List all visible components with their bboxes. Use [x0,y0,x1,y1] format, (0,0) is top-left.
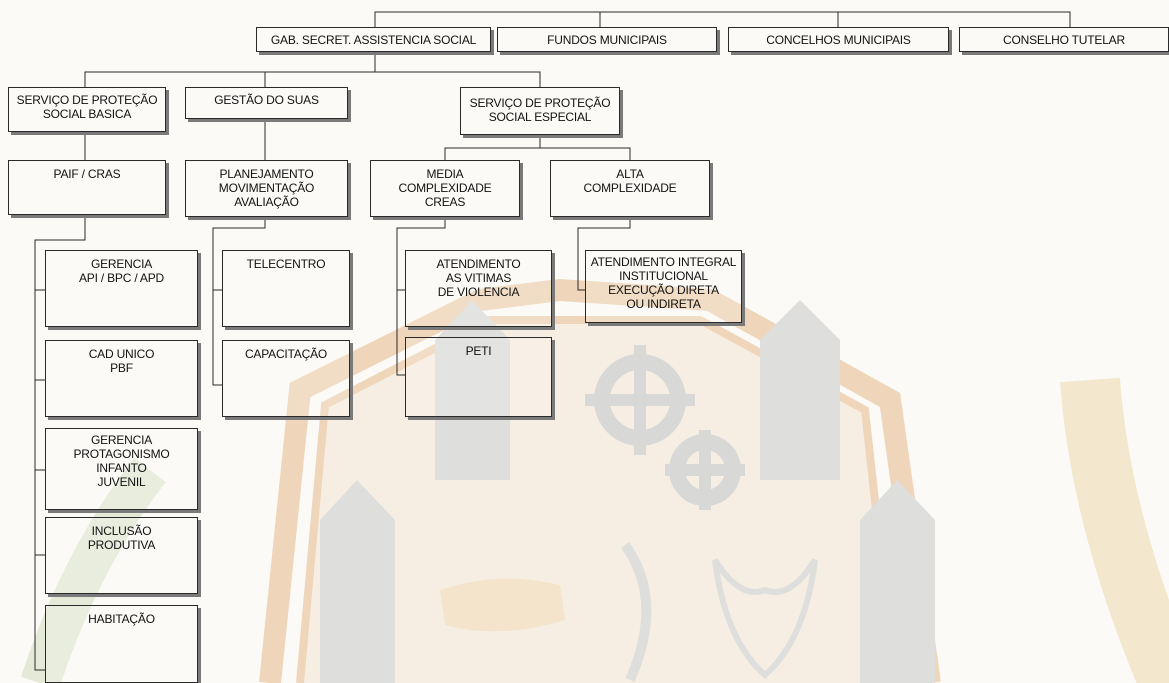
winged-wheel-icon [440,578,565,632]
node-cad-unico-pbf: CAD UNICO PBF [45,340,198,417]
node-telecentro: TELECENTRO [222,250,350,327]
tower-right-icon [760,300,840,480]
node-inclusao-produtiva: INCLUSÃO PRODUTIVA [45,517,198,594]
wheat-left-icon [20,457,166,683]
node-atendimento-integral: ATENDIMENTO INTEGRAL INSTITUCIONAL EXECU… [585,250,742,323]
node-protecao-social-basica: SERVIÇO DE PROTEÇÃO SOCIAL BASICA [8,87,166,132]
node-fundos-municipais: FUNDOS MUNICIPAIS [497,27,717,52]
node-gestao-suas: GESTÃO DO SUAS [185,87,348,119]
node-habitacao: HABITAÇÃO [45,605,198,683]
node-atendimento-vitimas: ATENDIMENTO AS VITIMAS DE VIOLENCIA [405,250,552,327]
node-protecao-social-especial: SERVIÇO DE PROTEÇÃO SOCIAL ESPECIAL [460,87,620,135]
node-gerencia-api-bpc-apd: GERENCIA API / BPC / APD [45,250,198,327]
node-paif-cras: PAIF / CRAS [8,160,166,215]
node-alta-complexidade: ALTA COMPLEXIDADE [550,160,710,217]
node-concelhos-municipais: CONCELHOS MUNICIPAIS [728,27,949,52]
node-peti: PETI [405,337,552,417]
node-gab-secretaria: GAB. SECRET. ASSISTENCIA SOCIAL [256,27,491,52]
shield-outline [259,278,941,683]
node-planejamento: PLANEJAMENTO MOVIMENTAÇÃO AVALIAÇÃO [185,160,348,217]
bull-head-icon [712,558,818,679]
node-conselho-tutelar: CONSELHO TUTELAR [959,27,1169,52]
tower-left-icon [435,300,510,480]
sickle-icon [620,542,652,683]
tower-bottom-left-icon [320,480,395,683]
node-media-complexidade: MEDIA COMPLEXIDADE CREAS [370,160,520,217]
tower-bottom-right-icon [860,480,935,683]
node-capacitacao: CAPACITAÇÃO [222,340,350,417]
node-gerencia-protagonismo: GERENCIA PROTAGONISMO INFANTO JUVENIL [45,428,198,510]
wheat-right-icon [1060,377,1169,683]
